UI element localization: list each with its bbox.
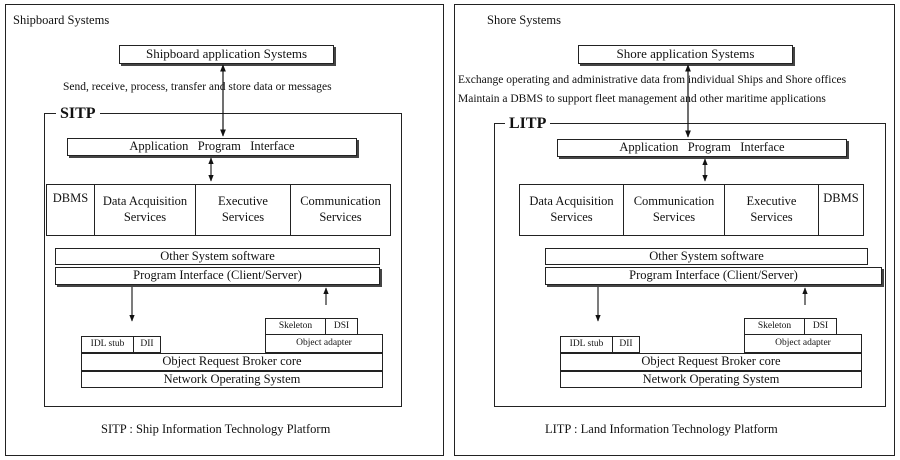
sitp-network-os: Network Operating System [81,371,383,388]
litp-idl-stub: IDL stub [560,336,613,353]
sitp-service-data-acquisition: Data Acquisition Services [94,184,196,236]
shore-app-systems: Shore application Systems [578,45,793,64]
sitp-api-label: Application Program Interface [129,139,295,154]
sitp-object-adapter: Object adapter [265,334,383,353]
litp-api-label: Application Program Interface [619,140,785,155]
sitp-api: Application Program Interface [67,138,357,156]
litp-service-dbms: DBMS [818,184,864,236]
shore-note-1: Exchange operating and administrative da… [458,74,847,86]
litp-service-communication: Communication Services [623,184,725,236]
litp-other-software: Other System software [545,248,868,265]
litp-api: Application Program Interface [557,139,847,157]
sitp-dii: DII [133,336,161,353]
shipboard-app-systems: Shipboard application Systems [119,45,334,64]
shipboard-panel-title: Shipboard Systems [13,13,110,27]
sitp-other-software: Other System software [55,248,380,265]
sitp-program-interface: Program Interface (Client/Server) [55,267,380,285]
litp-program-interface: Program Interface (Client/Server) [545,267,882,285]
litp-object-adapter: Object adapter [744,334,862,353]
shore-panel [454,4,895,456]
sitp-orb-core: Object Request Broker core [81,353,383,371]
litp-footnote: LITP : Land Information Technology Platf… [545,422,778,436]
shore-note-2: Maintain a DBMS to support fleet managem… [458,93,826,105]
sitp-service-communication: Communication Services [290,184,391,236]
sitp-service-dbms: DBMS [46,184,95,236]
sitp-label: SITP [56,105,100,123]
litp-orb-core: Object Request Broker core [560,353,862,371]
litp-label: LITP [505,115,551,133]
shipboard-note: Send, receive, process, transfer and sto… [63,81,332,93]
litp-service-data-acquisition: Data Acquisition Services [519,184,624,236]
shore-panel-title: Shore Systems [487,13,561,27]
sitp-footnote: SITP : Ship Information Technology Platf… [101,422,331,436]
litp-dii: DII [612,336,640,353]
shipboard-panel [5,4,444,456]
litp-network-os: Network Operating System [560,371,862,388]
